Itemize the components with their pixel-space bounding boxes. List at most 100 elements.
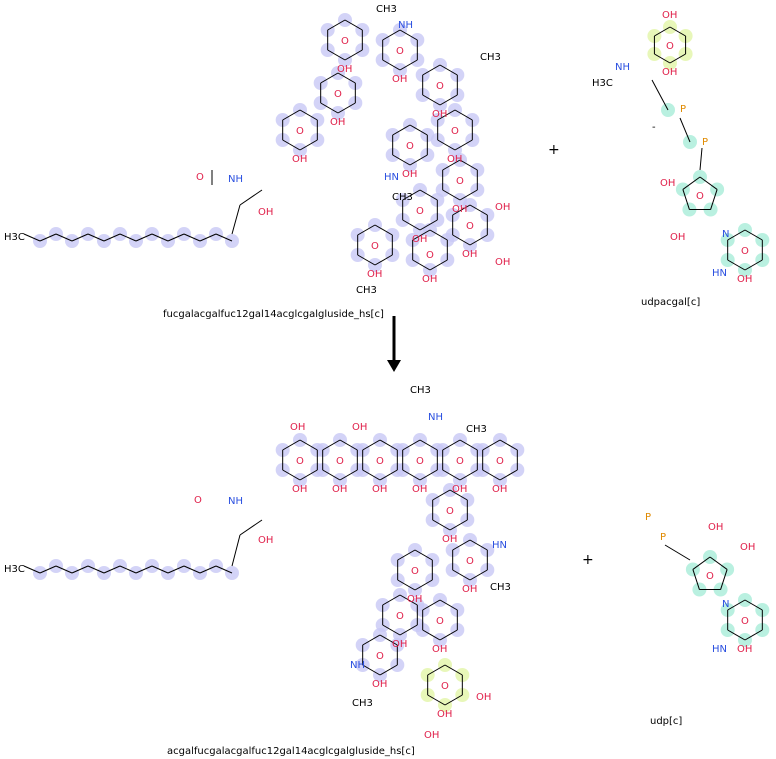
bond bbox=[322, 469, 341, 481]
bond bbox=[469, 539, 488, 551]
atom-label-methyl: CH3 bbox=[410, 385, 431, 396]
atom-label-hydroxyl: OH bbox=[424, 730, 439, 741]
bond bbox=[692, 556, 711, 570]
bond bbox=[357, 254, 376, 266]
atom-label-hydroxyl: OH bbox=[447, 154, 462, 165]
bond bbox=[397, 549, 416, 561]
atom-label-oxygen: O bbox=[666, 41, 674, 52]
bond bbox=[414, 579, 433, 591]
bond bbox=[299, 439, 318, 451]
atom-label-phosphorus: P bbox=[680, 104, 686, 115]
atom-label-oxygen: O bbox=[451, 126, 459, 137]
atom-label-oxygen: O bbox=[334, 89, 342, 100]
bond bbox=[374, 254, 393, 266]
bond bbox=[442, 189, 461, 201]
bond bbox=[669, 53, 686, 64]
atom-label-amide_h: HN bbox=[712, 644, 727, 655]
bond bbox=[357, 224, 376, 236]
atom-label-oxygen: O bbox=[396, 46, 404, 57]
bond bbox=[327, 49, 346, 61]
atom-label-hydroxyl: OH bbox=[422, 274, 437, 285]
bond bbox=[412, 229, 431, 241]
atom-label-oxygen: O bbox=[416, 456, 424, 467]
atom-label-oxygen: O bbox=[376, 456, 384, 467]
bond bbox=[482, 469, 501, 481]
bond bbox=[199, 565, 217, 574]
bond bbox=[322, 439, 341, 451]
bond bbox=[167, 233, 185, 242]
bond bbox=[432, 519, 451, 531]
bond bbox=[727, 629, 746, 641]
bond bbox=[23, 233, 41, 242]
bond bbox=[39, 233, 57, 242]
bond bbox=[239, 519, 263, 536]
atom-highlights bbox=[33, 13, 770, 712]
atom-label-methyl: CH3 bbox=[480, 52, 501, 63]
bond bbox=[392, 154, 411, 166]
bond bbox=[362, 469, 381, 481]
bond bbox=[135, 565, 153, 574]
bond bbox=[452, 569, 471, 581]
atom-label-hydroxyl: OH bbox=[492, 484, 507, 495]
bond bbox=[454, 139, 473, 151]
atom-label-oxygen: O bbox=[371, 241, 379, 252]
atom-label-methyl_left: H3C bbox=[592, 78, 613, 89]
atom-label-hydroxyl: OH bbox=[495, 257, 510, 268]
bond bbox=[651, 79, 669, 111]
atom-label-hydroxyl: OH bbox=[708, 522, 723, 533]
atom-label-hydroxyl: OH bbox=[412, 484, 427, 495]
atom-label-hydroxyl: OH bbox=[462, 584, 477, 595]
atom-label-oxygen: O bbox=[466, 556, 474, 567]
atom-label-nitrogen: N bbox=[722, 599, 729, 610]
atom-label-oxygen: O bbox=[456, 456, 464, 467]
bond bbox=[427, 694, 446, 706]
bond bbox=[427, 664, 446, 676]
atom-label-hydroxyl: OH bbox=[367, 269, 382, 280]
bond bbox=[39, 565, 57, 574]
bond bbox=[499, 439, 518, 451]
plus-sign-reactants: + bbox=[548, 142, 560, 158]
bond bbox=[682, 189, 690, 210]
atom-label-methyl: CH3 bbox=[352, 698, 373, 709]
atom-label-hydroxyl: OH bbox=[412, 234, 427, 245]
bond bbox=[422, 64, 441, 76]
atom-label-nitrogen: N bbox=[722, 229, 729, 240]
bond bbox=[399, 594, 418, 606]
bond bbox=[299, 469, 318, 481]
atom-label-hydroxyl: OH bbox=[670, 232, 685, 243]
atom-label-oxygen: O bbox=[696, 191, 704, 202]
atom-label-hydroxyl: OH bbox=[330, 117, 345, 128]
bond bbox=[392, 124, 411, 136]
atom-label-oxygen: O bbox=[706, 571, 714, 582]
bond bbox=[299, 139, 318, 151]
atom-label-hydroxyl: OH bbox=[352, 422, 367, 433]
atom-label-hydroxyl: OH bbox=[258, 535, 273, 546]
bond bbox=[282, 469, 301, 481]
atom-label-methyl: CH3 bbox=[356, 285, 377, 296]
atom-label-hydroxyl: OH bbox=[407, 594, 422, 605]
atom-label-amine: NH bbox=[398, 20, 413, 31]
atom-label-oxygen: O bbox=[436, 81, 444, 92]
bond bbox=[439, 599, 458, 611]
atom-label-hydroxyl: OH bbox=[290, 422, 305, 433]
bond bbox=[231, 534, 241, 567]
bond bbox=[231, 204, 241, 235]
reactant-2-name: udpacgal[c] bbox=[641, 297, 701, 308]
atom-label-oxygen: O bbox=[376, 651, 384, 662]
bond bbox=[344, 49, 363, 61]
atom-label-hydroxyl: OH bbox=[392, 639, 407, 650]
bond bbox=[23, 565, 41, 574]
bond bbox=[402, 439, 421, 451]
bond bbox=[744, 629, 763, 641]
bond bbox=[422, 629, 441, 641]
product-1-name: acgalfucgalacgalfuc12gal14acglcgalglusid… bbox=[167, 746, 415, 757]
bond bbox=[55, 565, 73, 574]
bond bbox=[452, 539, 471, 551]
bond bbox=[397, 579, 416, 591]
atom-label-hydroxyl: OH bbox=[332, 484, 347, 495]
reactant-1-name: fucgalacgalfuc12gal14acglcgalgluside_hs[… bbox=[163, 309, 384, 320]
atom-label-oxygen: O bbox=[341, 36, 349, 47]
bond bbox=[55, 233, 73, 242]
atom-label-phosphorus: P bbox=[660, 532, 666, 543]
